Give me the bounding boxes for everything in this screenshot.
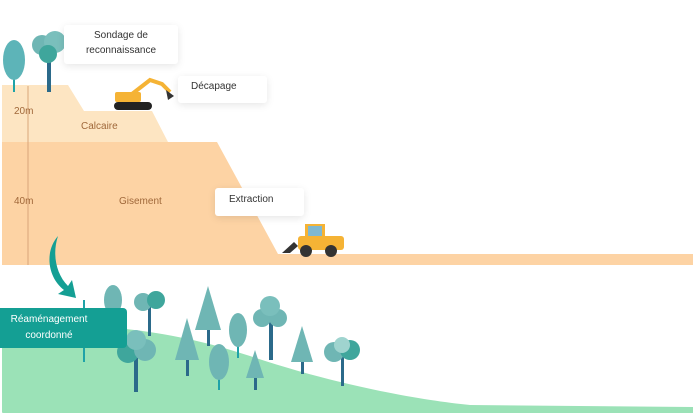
tree-icon <box>134 291 165 336</box>
step-decapage-label: Décapage <box>178 76 267 103</box>
tree-icon <box>246 350 264 390</box>
tree-icon <box>175 318 199 376</box>
step-extraction-label: Extraction <box>215 188 304 216</box>
step-reamenagement-label: Réaménagement coordonné <box>0 308 127 348</box>
layer-calcaire-label: Calcaire <box>81 121 118 132</box>
tree-icon <box>324 337 360 386</box>
gisement-layer <box>2 142 693 265</box>
tree-icon <box>209 344 229 390</box>
decapage-text: Décapage <box>191 81 237 92</box>
sondage-text: Sondage de reconnaissance <box>85 30 157 56</box>
depth-40m: 40m <box>14 196 34 207</box>
reamenagement-text: Réaménagement coordonné <box>10 314 88 341</box>
layer-gisement-label: Gisement <box>119 196 162 207</box>
excavator-icon <box>114 77 174 110</box>
tree-icon <box>291 326 313 374</box>
curved-arrow-icon <box>49 236 76 298</box>
extraction-text: Extraction <box>229 194 274 205</box>
tree-icon <box>3 40 25 92</box>
calcaire-layer <box>2 85 168 142</box>
tree-icon <box>229 313 247 358</box>
tree-icon <box>253 296 287 360</box>
grass-hill <box>2 325 693 413</box>
step-sondage-label: Sondage de reconnaissance <box>64 25 178 64</box>
tree-icon <box>195 286 221 346</box>
loader-icon <box>282 224 344 257</box>
tree-icon <box>32 31 66 92</box>
depth-20m: 20m <box>14 106 34 117</box>
